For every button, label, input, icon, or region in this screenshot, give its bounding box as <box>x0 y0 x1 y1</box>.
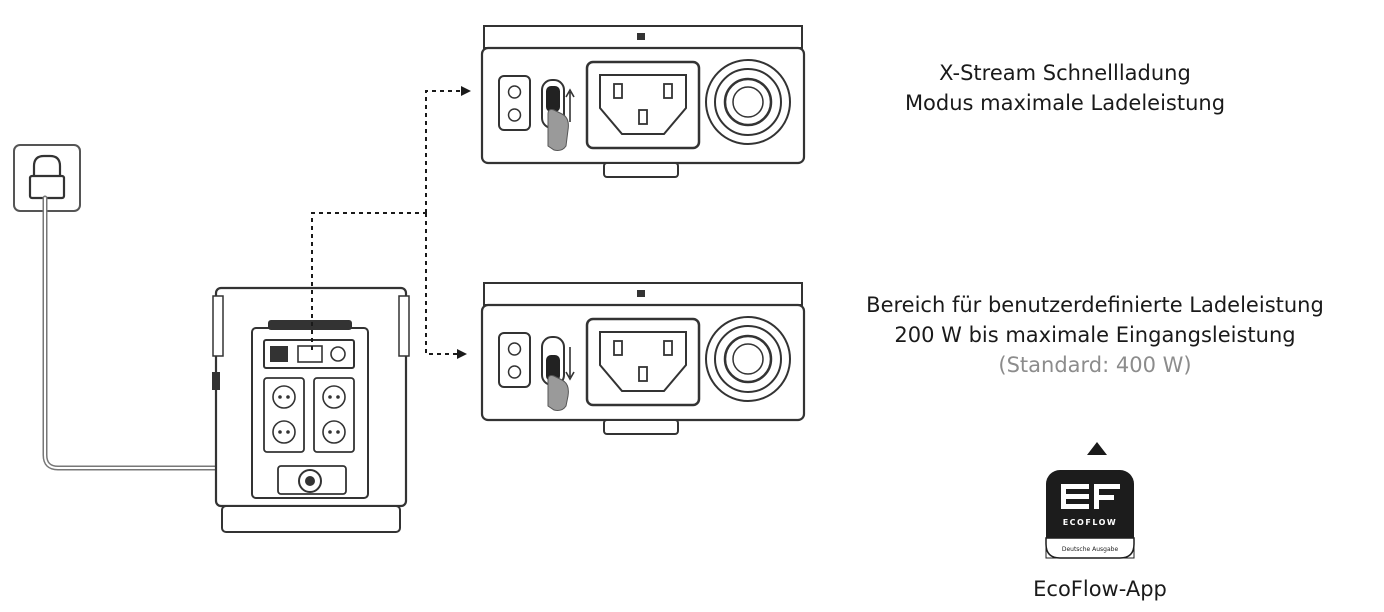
connector-lines <box>311 86 471 359</box>
app-badge-text: Deutsche Ausgabe <box>1062 546 1119 553</box>
fast-charge-title: X-Stream Schnellladung <box>939 61 1191 85</box>
custom-charge-default: (Standard: 400 W) <box>998 353 1192 377</box>
fast-charge-subtitle: Modus maximale Ladeleistung <box>904 91 1226 115</box>
custom-charge-title: Bereich für benutzerdefinierte Ladeleist… <box>866 293 1324 317</box>
up-arrow-icon <box>1087 442 1107 455</box>
ac-input-panel-fast <box>480 25 806 178</box>
ac-input-panel-custom <box>480 282 806 435</box>
custom-charge-label: Bereich für benutzerdefinierte Ladeleist… <box>810 290 1380 380</box>
ecoflow-logo-text: ECOFLOW <box>1063 518 1118 527</box>
app-label: EcoFlow-App <box>1033 577 1167 601</box>
fast-charge-label: X-Stream Schnellladung Modus maximale La… <box>855 58 1275 118</box>
power-station-icon <box>212 286 410 533</box>
custom-charge-range: 200 W bis maximale Eingangsleistung <box>894 323 1296 347</box>
wall-socket-icon <box>13 144 81 212</box>
ecoflow-app-icon[interactable]: ECOFLOW Deutsche Ausgabe <box>1045 470 1135 559</box>
